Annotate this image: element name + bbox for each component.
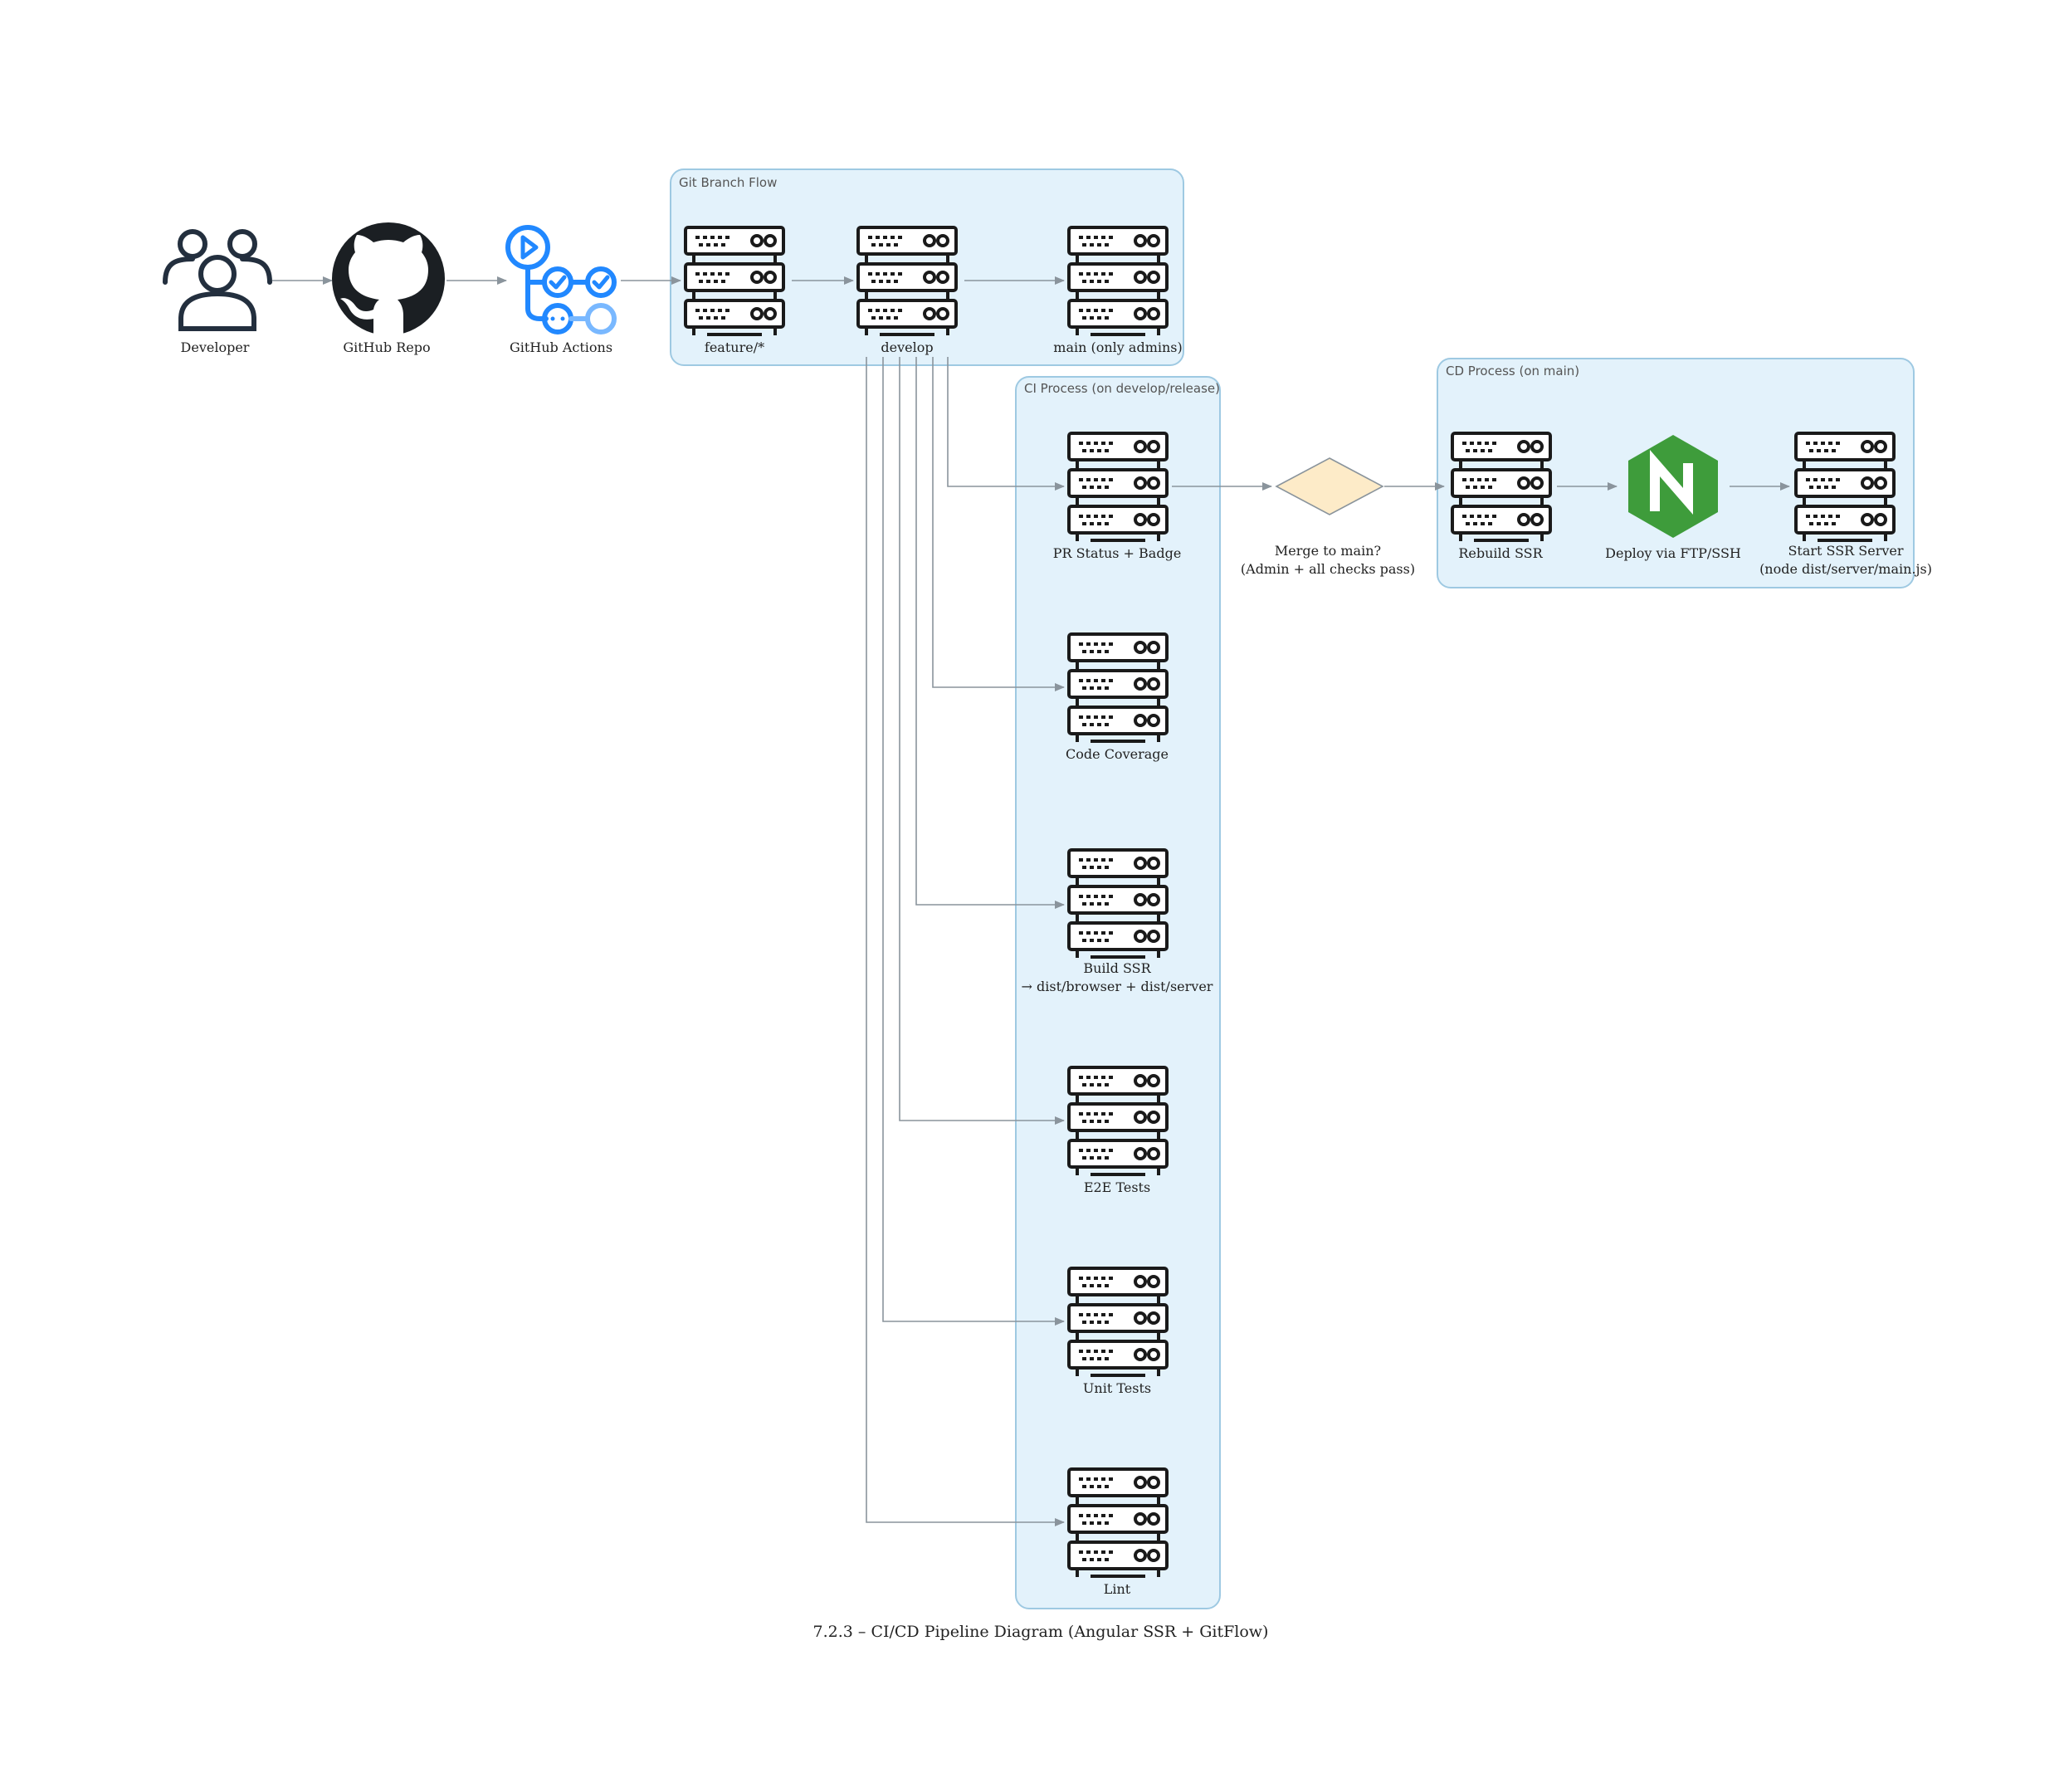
label-main: main (only admins) (1053, 339, 1182, 355)
label-start-ssr: Start SSR Server (1788, 543, 1903, 559)
edge-develop-to-unit (882, 357, 1065, 1326)
label-build-ssr-output: → dist/browser + dist/server (1022, 979, 1213, 994)
diagram-title: 7.2.3 – CI/CD Pipeline Diagram (Angular … (813, 1623, 1269, 1641)
node-e2e-tests: E2E Tests (1067, 1066, 1169, 1195)
label-developer: Developer (181, 339, 250, 355)
nginx-icon (1628, 435, 1718, 538)
server-rack-icon (1794, 432, 1896, 543)
server-rack-icon (1067, 226, 1169, 337)
node-lint: Lint (1067, 1467, 1169, 1597)
server-rack-icon (856, 226, 958, 337)
server-rack-icon (1067, 632, 1169, 744)
label-unit-tests: Unit Tests (1083, 1380, 1151, 1396)
label-start-ssr-command: (node dist/server/main.js) (1759, 561, 1932, 577)
node-build-ssr: Build SSR → dist/browser + dist/server (1022, 848, 1213, 994)
node-rebuild-ssr: Rebuild SSR (1451, 432, 1552, 561)
edges (272, 276, 1790, 1526)
node-developer: Developer (163, 229, 272, 355)
github-actions-icon (505, 225, 617, 334)
label-lint: Lint (1104, 1581, 1131, 1597)
edge-develop-to-pr-status (947, 357, 1065, 491)
edge-develop-to-e2e (899, 357, 1065, 1125)
cluster-label-git: Git Branch Flow (679, 175, 777, 190)
node-start-ssr: Start SSR Server (node dist/server/main.… (1759, 432, 1932, 577)
label-build-ssr: Build SSR (1083, 960, 1151, 976)
node-merge-decision: Merge to main? (Admin + all checks pass) (1241, 457, 1415, 577)
edge-develop-to-coverage (932, 357, 1065, 691)
label-code-coverage: Code Coverage (1066, 746, 1169, 762)
label-develop: develop (881, 339, 933, 355)
cluster-label-ci: CI Process (on develop/release) (1024, 381, 1220, 396)
node-github-repo: GitHub Repo (332, 222, 445, 355)
server-rack-icon (1451, 432, 1552, 543)
label-deploy: Deploy via FTP/SSH (1605, 545, 1741, 561)
server-rack-icon (1067, 1267, 1169, 1378)
node-feature: feature/* (684, 226, 785, 355)
node-main: main (only admins) (1053, 226, 1183, 355)
edge-develop-to-build-ssr (915, 357, 1065, 909)
node-github-actions: GitHub Actions (505, 225, 617, 355)
github-icon (332, 222, 445, 336)
server-rack-icon (1067, 1467, 1169, 1579)
cluster-label-cd: CD Process (on main) (1446, 364, 1579, 378)
users-icon (163, 229, 272, 331)
node-code-coverage: Code Coverage (1066, 632, 1169, 762)
label-github-actions: GitHub Actions (510, 339, 612, 355)
server-rack-icon (1067, 432, 1169, 543)
node-pr-status: PR Status + Badge (1053, 432, 1182, 561)
node-unit-tests: Unit Tests (1067, 1267, 1169, 1396)
diamond-decision (1275, 457, 1384, 515)
server-rack-icon (684, 226, 785, 337)
cluster-ci-process: CI Process (on develop/release) (1015, 376, 1221, 1609)
label-rebuild-ssr: Rebuild SSR (1458, 545, 1543, 561)
server-rack-icon (1067, 1066, 1169, 1177)
label-merge-question: Merge to main? (1275, 543, 1381, 559)
label-pr-status: PR Status + Badge (1053, 545, 1182, 561)
node-develop: develop (856, 226, 958, 355)
label-github-repo: GitHub Repo (343, 339, 430, 355)
label-feature: feature/* (705, 339, 764, 355)
label-merge-condition: (Admin + all checks pass) (1241, 561, 1415, 577)
label-e2e-tests: E2E Tests (1084, 1179, 1150, 1195)
edge-develop-to-lint (866, 357, 1065, 1526)
node-deploy: Deploy via FTP/SSH (1605, 435, 1741, 561)
server-rack-icon (1067, 848, 1169, 959)
